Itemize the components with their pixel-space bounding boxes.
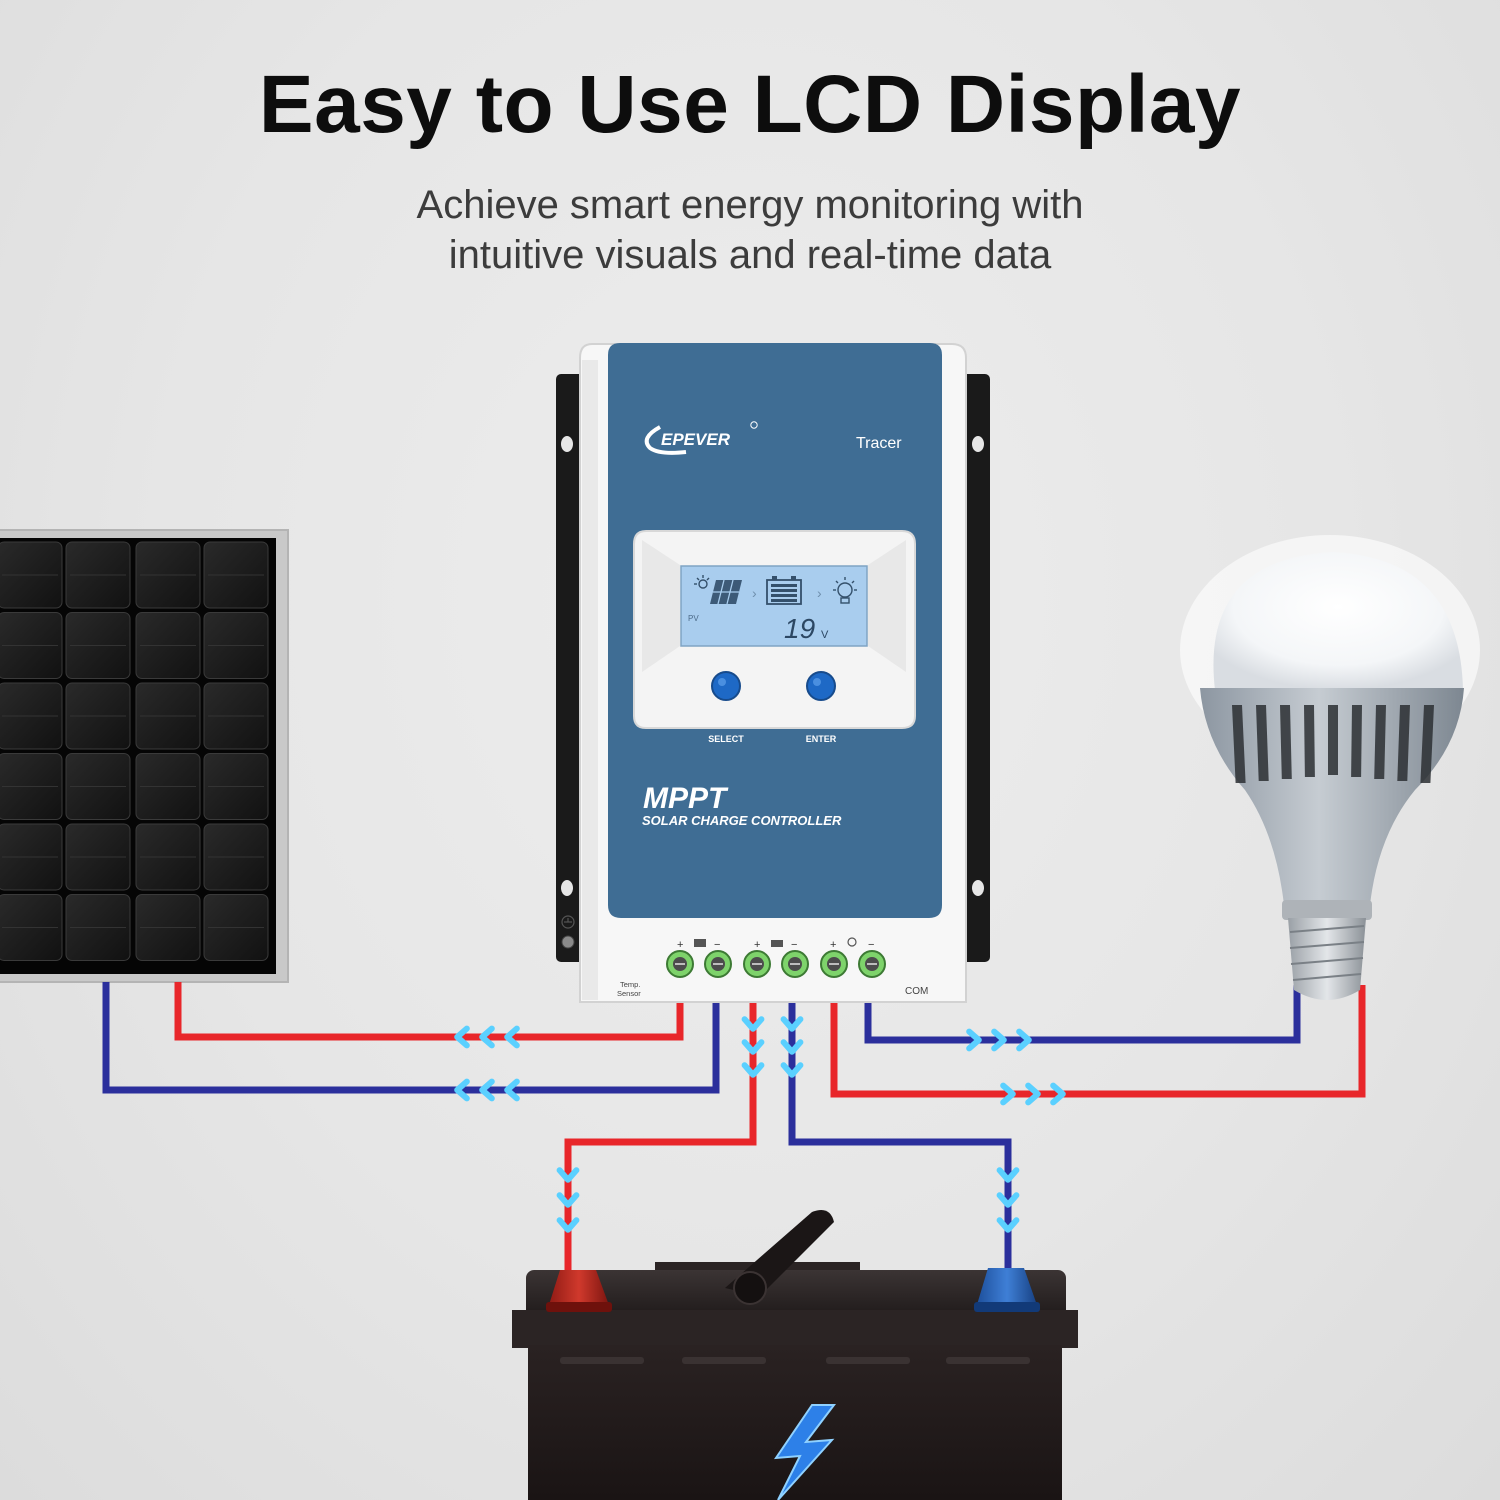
battery-icon xyxy=(512,1209,1078,1500)
svg-text:+: + xyxy=(830,939,836,951)
headline: Easy to Use LCD Display xyxy=(258,59,1242,150)
bulb-icon xyxy=(1180,535,1480,1000)
flow-arrow-icon xyxy=(457,1019,1063,1230)
svg-text:›: › xyxy=(817,585,822,601)
svg-text:›: › xyxy=(752,585,757,601)
terminal-block xyxy=(666,950,886,978)
sun-icon xyxy=(694,575,710,589)
enter-label: ENTER xyxy=(806,734,837,744)
battery-small-icon xyxy=(771,940,783,947)
subline-2: intuitive visuals and real-time data xyxy=(448,233,1052,277)
lcd-bulb-icon xyxy=(833,577,857,604)
bulb-small-icon xyxy=(847,937,857,947)
svg-text:−: − xyxy=(868,939,874,951)
product-title: MPPT xyxy=(643,782,729,815)
terminal-screw xyxy=(704,950,732,978)
lcd-battery-icon xyxy=(766,576,802,605)
com-label: COM xyxy=(905,986,928,997)
epever-logo: EPEVER xyxy=(644,421,758,455)
terminal-labels: + − + − + − xyxy=(677,937,874,951)
temp-sensor-label-2: Sensor xyxy=(617,989,641,998)
terminal-screw xyxy=(666,950,694,978)
model-label: Tracer xyxy=(856,435,902,452)
wires xyxy=(102,982,1366,1275)
brand-label: EPEVER xyxy=(661,430,731,449)
terminal-screw xyxy=(743,950,771,978)
select-label: SELECT xyxy=(708,734,744,744)
temp-sensor-label-1: Temp. xyxy=(620,980,640,989)
svg-text:+: + xyxy=(677,939,683,951)
terminal-screw xyxy=(820,950,848,978)
ground-icon xyxy=(561,915,575,949)
svg-text:+: + xyxy=(754,939,760,951)
terminal-screw xyxy=(858,950,886,978)
subline-1: Achieve smart energy monitoring with xyxy=(416,183,1084,227)
lightning-icon xyxy=(773,1404,837,1500)
product-subtitle: SOLAR CHARGE CONTROLLER xyxy=(642,813,842,828)
svg-text:−: − xyxy=(714,939,720,951)
lcd-screen: › › PV 19 xyxy=(680,565,868,647)
enter-button[interactable] xyxy=(806,671,836,701)
lcd-mode-label: PV xyxy=(688,614,699,623)
solar-panel-icon xyxy=(0,529,289,983)
charge-controller: EPEVER Tracer › xyxy=(556,343,990,1003)
lcd-unit: V xyxy=(821,629,829,641)
lcd-value: 19 xyxy=(784,613,815,644)
select-button[interactable] xyxy=(711,671,741,701)
solar-panel-small-icon xyxy=(694,939,706,947)
lcd-panel-icon xyxy=(710,579,742,605)
svg-text:−: − xyxy=(791,939,797,951)
terminal-screw xyxy=(781,950,809,978)
